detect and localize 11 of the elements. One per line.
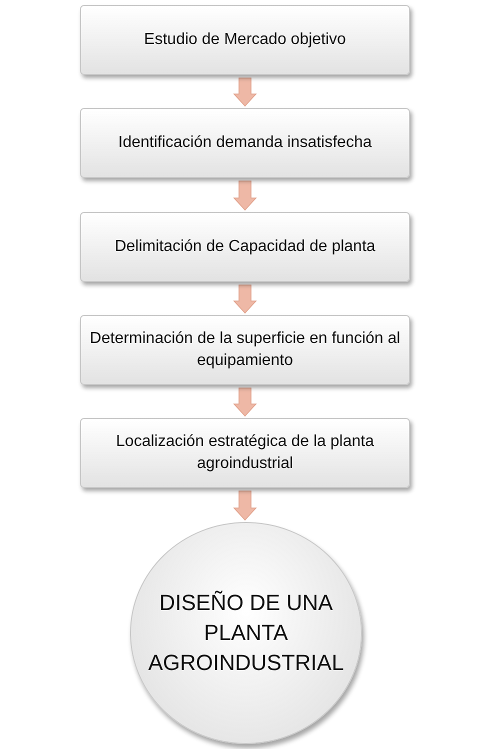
- down-arrow: [233, 284, 257, 314]
- terminal-ellipse: DISEÑO DE UNA PLANTA AGROINDUSTRIAL: [130, 522, 362, 744]
- process-box: Estudio de Mercado objetivo: [80, 5, 410, 75]
- process-box: Localización estratégica de la planta agroindustrial: [80, 418, 410, 488]
- process-box: Delimitación de Capacidad de planta: [80, 212, 410, 282]
- process-box: Identificación demanda insatisfecha: [80, 108, 410, 178]
- process-box: Determinación de la superficie en función al equipamiento: [80, 315, 410, 385]
- down-arrow: [233, 180, 257, 211]
- down-arrow: [233, 490, 257, 521]
- down-arrow: [233, 78, 257, 107]
- down-arrow: [233, 388, 257, 417]
